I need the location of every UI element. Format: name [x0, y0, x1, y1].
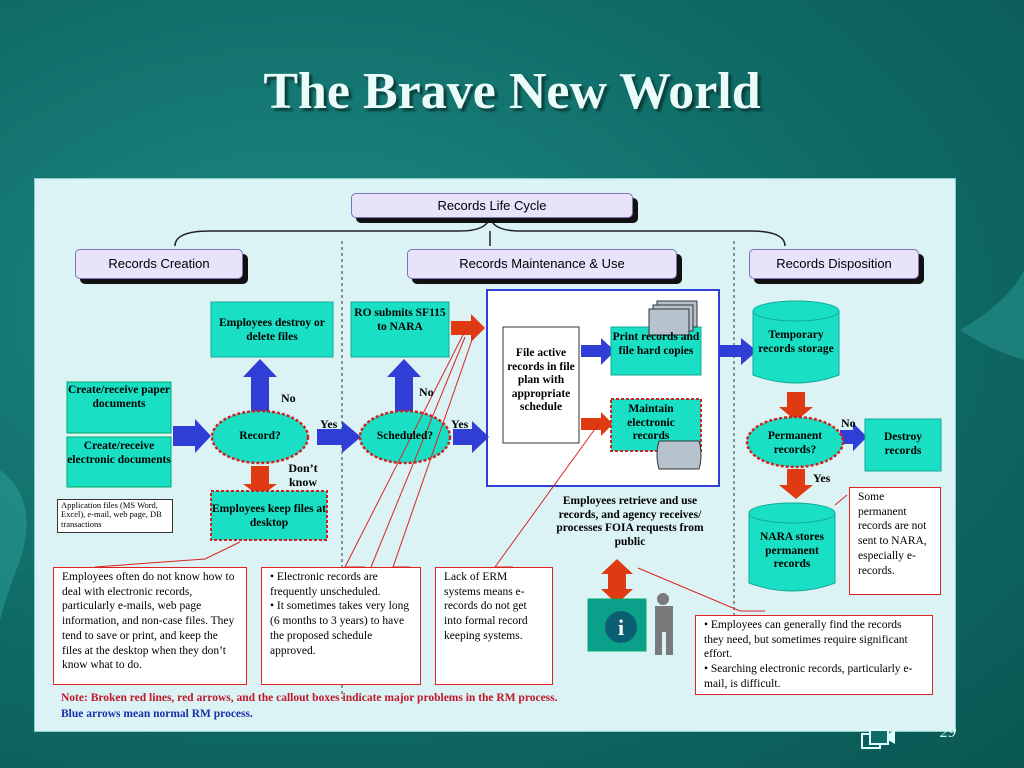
electronic-documents-node: Create/receive electronic documents — [67, 440, 171, 466]
slide-nav-icon[interactable] — [860, 726, 896, 752]
destroy-files-node: Employees destroy or delete files — [219, 317, 325, 343]
red-arrows — [243, 314, 813, 604]
disk-storage-icon — [656, 440, 702, 470]
destroy-records-node: Destroy records — [883, 431, 923, 457]
not-sent-callout: Some permanent records are not sent to N… — [849, 487, 941, 595]
records-disposition-label: Records Disposition — [749, 249, 919, 279]
edge-label-no: No — [419, 385, 434, 399]
unscheduled-callout: • Electronic records are frequently unsc… — [261, 567, 421, 685]
records-creation-label: Records Creation — [75, 249, 243, 279]
scheduled-decision: Scheduled? — [376, 430, 434, 442]
records-maintenance-label: Records Maintenance & Use — [407, 249, 677, 279]
paper-documents-node: Create/receive paper documents — [67, 384, 171, 410]
permanent-decision: Permanent records? — [767, 430, 823, 456]
erm-callout: Lack of ERM systems means e-records do n… — [435, 567, 553, 685]
edge-label-no: No — [841, 416, 856, 430]
slide-number: 29 — [940, 724, 956, 741]
desktop-callout: Employees often do not know how to deal … — [53, 567, 247, 685]
application-files-note: Application files (MS Word, Excel), e-ma… — [57, 499, 173, 533]
blue-note: Blue arrows mean normal RM process. — [61, 708, 253, 720]
temporary-storage-node: Temporary records storage — [758, 329, 834, 355]
nara-stores-node: NARA stores permanent records — [760, 531, 824, 571]
keep-desktop-node: Employees keep files at desktop — [211, 503, 327, 529]
edge-label-yes: Yes — [813, 471, 831, 485]
info-kiosk-icon: i — [587, 598, 647, 652]
person-icon — [655, 593, 673, 655]
print-records-node: Print records and file hard copies — [612, 331, 700, 357]
record-decision: Record? — [239, 430, 281, 442]
edge-label-dont-know: Don’t know — [288, 461, 318, 490]
file-plan-box — [502, 326, 580, 444]
red-note: Note: Broken red lines, red arrows, and … — [61, 692, 558, 704]
ro-submits-node: RO submits SF115 to NARA — [354, 307, 446, 333]
diagram-panel: i Records Life Cycle Records Creation Re… — [34, 178, 956, 732]
retrieve-records-text: Employees retrieve and use records, and … — [556, 495, 704, 548]
edge-label-yes: Yes — [320, 417, 338, 431]
process-nodes — [66, 301, 942, 541]
edge-label-yes: Yes — [451, 417, 469, 431]
stacked-documents-icon — [648, 300, 698, 336]
storage-cylinders — [748, 300, 840, 592]
lifecycle-brace — [174, 216, 786, 247]
slide-title: The Brave New World — [263, 63, 761, 120]
maintain-electronic-node: Maintain electronic records — [627, 403, 675, 443]
file-plan-node: File active records in file plan with ap… — [507, 347, 575, 414]
find-records-callout: • Employees can generally find the recor… — [695, 615, 933, 695]
svg-text:i: i — [618, 615, 624, 640]
decision-nodes — [210, 409, 845, 469]
records-life-cycle-label: Records Life Cycle — [351, 193, 633, 218]
edge-label-no: No — [281, 391, 296, 405]
